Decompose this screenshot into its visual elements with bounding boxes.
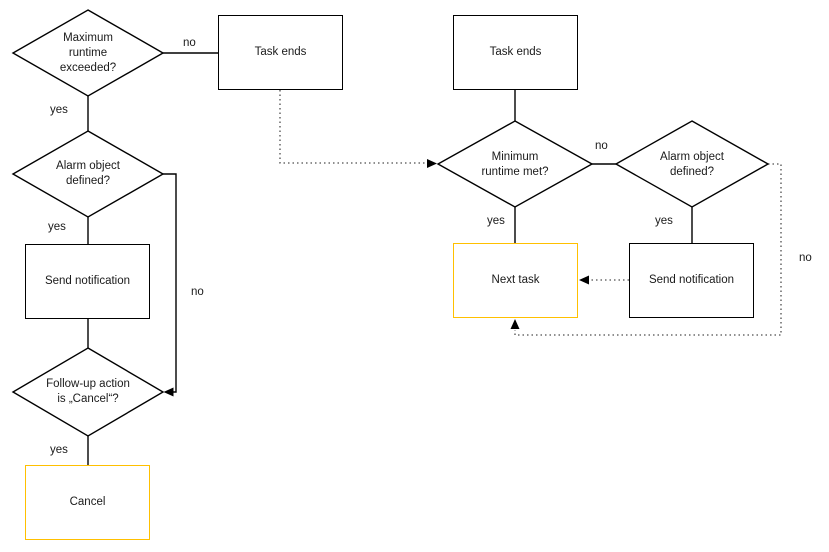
edge-label-alarm-right-yes: yes <box>655 215 673 227</box>
arrowhead-into-next-task-right <box>579 275 589 285</box>
node-alarm-right-diamond-shape <box>614 120 770 208</box>
node-min-runtime-diamond-shape <box>436 120 594 208</box>
node-cancel-label: Cancel <box>69 496 106 508</box>
edge-label-followup-yes: yes <box>50 444 68 456</box>
node-send-notification-left: Send notification <box>25 244 150 319</box>
node-send-notification-right-label: Send notification <box>648 274 735 286</box>
edge-dotted-task-ends-left-to-min-runtime <box>279 90 427 164</box>
node-task-ends-left: Task ends <box>218 15 343 90</box>
arrowhead-into-next-task-bottom <box>510 319 520 329</box>
node-task-ends-right-label: Task ends <box>489 46 542 58</box>
node-cancel: Cancel <box>25 465 150 540</box>
edge-label-max-runtime-no: no <box>183 37 196 49</box>
edge-alarm-left-no-to-followup <box>163 173 177 393</box>
edge-label-max-runtime-yes: yes <box>50 104 68 116</box>
edge-label-alarm-right-no: no <box>799 252 812 264</box>
arrowhead-into-min-runtime-diamond <box>427 159 437 168</box>
node-followup-cancel-diamond-shape <box>11 347 165 437</box>
edge-label-min-runtime-no: no <box>595 140 608 152</box>
node-next-task: Next task <box>453 243 578 318</box>
node-max-runtime-diamond-shape <box>11 9 165 97</box>
edge-label-min-runtime-yes: yes <box>487 215 505 227</box>
edge-label-alarm-left-yes: yes <box>48 221 66 233</box>
node-send-notification-left-label: Send notification <box>44 275 131 287</box>
edge-label-alarm-left-no: no <box>191 286 204 298</box>
node-next-task-label: Next task <box>491 274 540 286</box>
node-alarm-left-diamond-shape <box>11 130 165 218</box>
node-send-notification-right: Send notification <box>629 243 754 318</box>
node-task-ends-right: Task ends <box>453 15 578 90</box>
arrowhead-into-followup-diamond <box>163 387 174 397</box>
node-task-ends-left-label: Task ends <box>254 46 307 58</box>
